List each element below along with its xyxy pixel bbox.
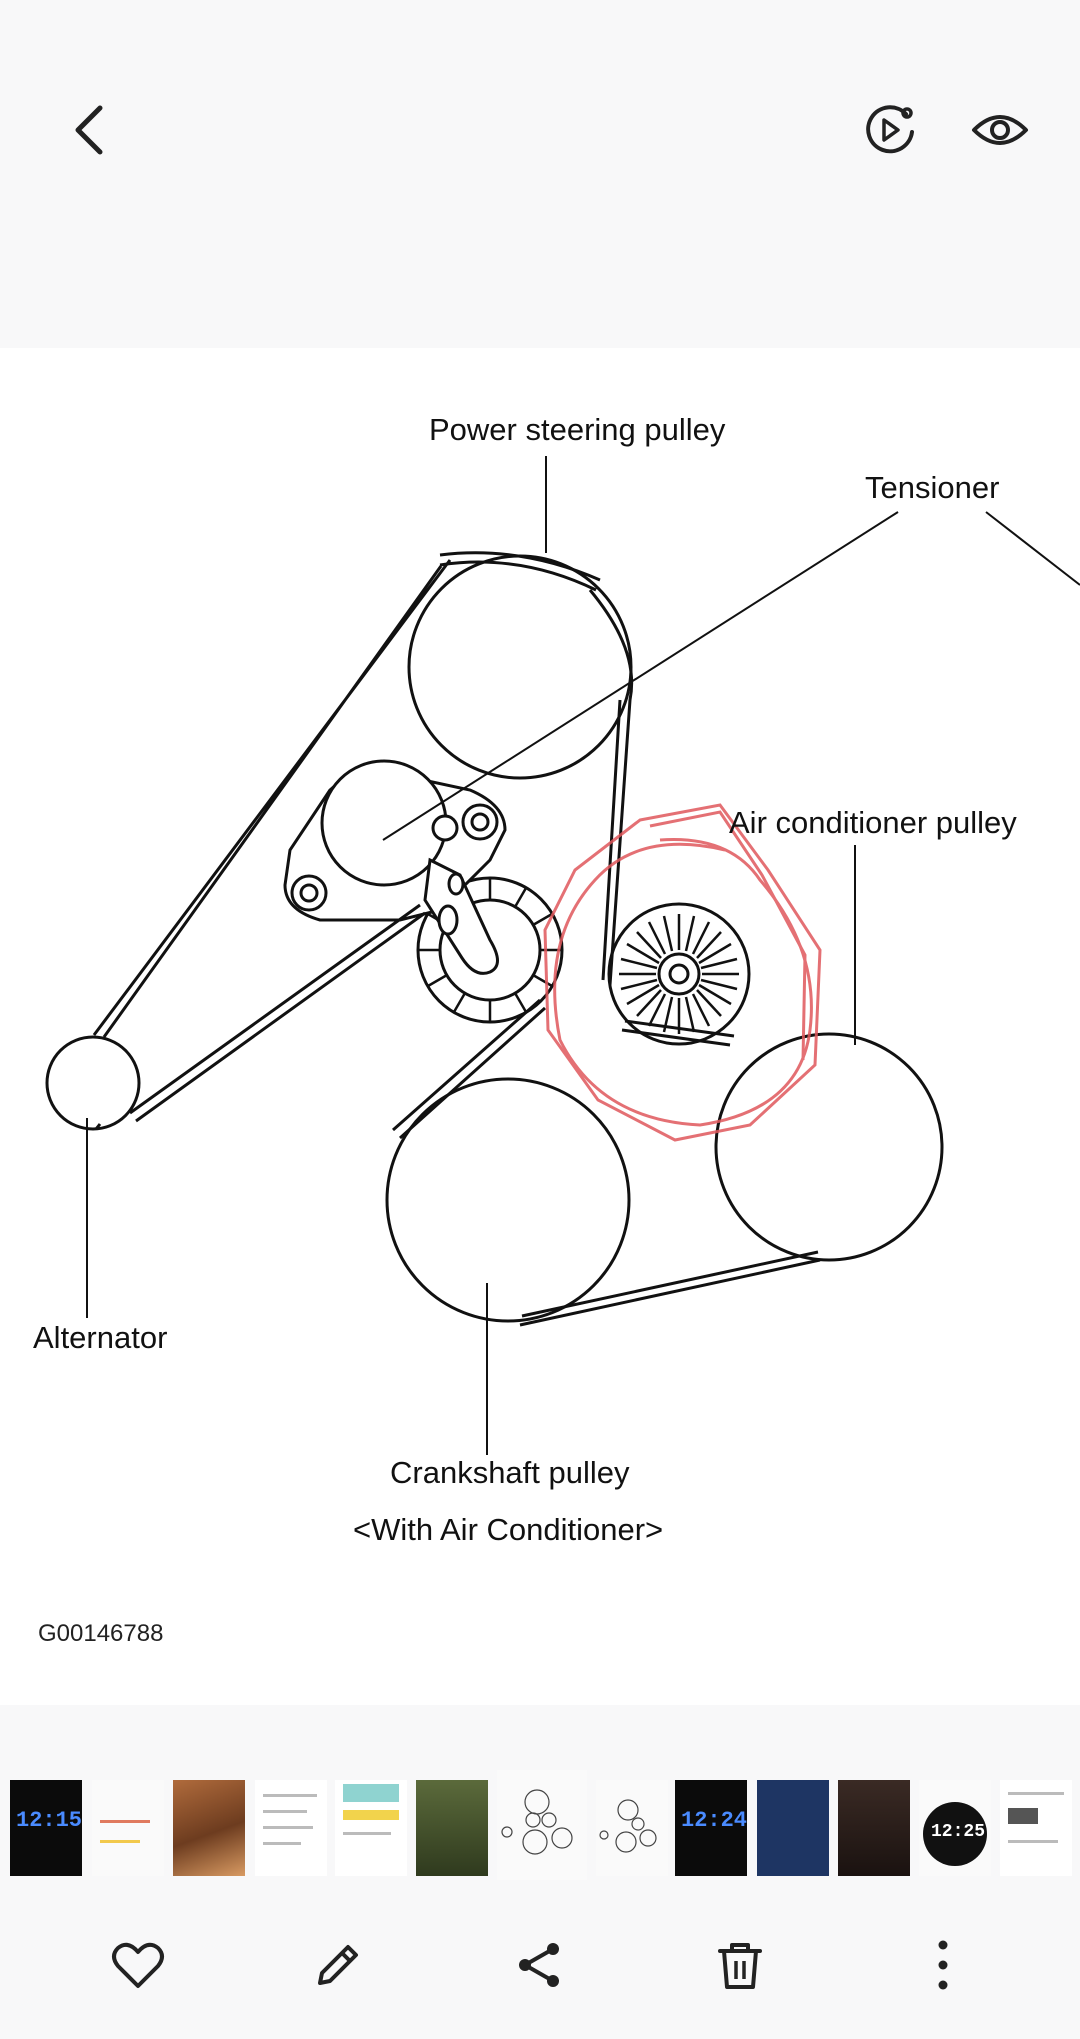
thumbnail[interactable] (255, 1780, 327, 1876)
ac-pulley-shape (714, 1032, 944, 1262)
thumbnail[interactable] (1000, 1780, 1072, 1876)
thumbnail[interactable] (838, 1780, 910, 1876)
photo-view[interactable]: Power steering pulley Tensioner Air cond… (0, 348, 1080, 1705)
thumbnail-clock-text: 12:15 (16, 1808, 82, 1833)
motion-photo-button[interactable] (850, 90, 930, 170)
thumbnail[interactable] (596, 1780, 668, 1876)
delete-button[interactable] (695, 1925, 785, 2005)
thumbnail-content (1008, 1792, 1064, 1795)
thumbnail[interactable] (335, 1780, 407, 1876)
crankshaft-label: Crankshaft pulley (390, 1455, 630, 1490)
more-vertical-icon (938, 1940, 948, 1990)
red-annotation-scribble (543, 803, 822, 1142)
more-options-button[interactable] (898, 1925, 988, 2005)
trash-icon (718, 1943, 762, 1989)
idler-hub-shape (657, 952, 701, 996)
eye-icon (972, 115, 1028, 145)
leader-lines (86, 456, 1080, 1455)
thumbnail-content (263, 1826, 313, 1829)
thumbnail[interactable] (92, 1780, 164, 1876)
thumbnail-diagram (501, 1789, 573, 1855)
thumbnail-content (343, 1832, 391, 1835)
top-bar (0, 0, 1080, 260)
thumbnail-content (100, 1840, 140, 1843)
thumbnail-content (263, 1842, 301, 1845)
tensioner-label: Tensioner (865, 470, 1000, 505)
thumbnail-clock-text: 12:24 (681, 1808, 747, 1833)
motion-photo-icon (866, 105, 914, 154)
share-icon (519, 1943, 559, 1987)
thumbnail-content (343, 1810, 399, 1820)
thumbnail-content (923, 1802, 987, 1866)
thumbnail[interactable]: 12:15 (10, 1780, 82, 1876)
power-steering-pulley-shape (407, 554, 633, 780)
idler-bolt-shape (668, 963, 690, 985)
thumbnail[interactable]: 12:24 (675, 1780, 747, 1876)
thumbnail[interactable]: 12:25 (919, 1780, 991, 1876)
thumbnail[interactable] (416, 1780, 488, 1876)
thumbnail-content (1008, 1808, 1038, 1824)
thumbnail-clock-text: 12:25 (931, 1822, 986, 1842)
favorite-button[interactable] (93, 1925, 183, 2005)
idler-pulley-shape (607, 902, 751, 1046)
thumbnail-content (1008, 1840, 1058, 1843)
alternator-label: Alternator (33, 1320, 168, 1355)
show-details-button[interactable] (955, 90, 1045, 170)
power-steering-label: Power steering pulley (429, 412, 726, 447)
bottom-action-bar (0, 1915, 1080, 2015)
thumbnail-content (263, 1810, 307, 1813)
serpentine-belt (92, 551, 821, 1327)
crankshaft-pulley-shape (385, 1077, 631, 1323)
share-button[interactable] (494, 1925, 584, 2005)
chevron-left-icon (75, 105, 103, 155)
thumbnail-current[interactable] (497, 1770, 587, 1880)
idler-ribs (619, 914, 739, 1034)
diagram-caption: <With Air Conditioner> (353, 1512, 664, 1547)
thumbnail[interactable] (173, 1780, 245, 1876)
thumbnail-content (343, 1784, 399, 1802)
pencil-icon (318, 1945, 358, 1985)
tensioner-bracket (283, 759, 507, 975)
air-conditioner-label: Air conditioner pulley (729, 805, 1017, 840)
belt-routing-diagram (45, 456, 1080, 1455)
thumbnail[interactable] (757, 1780, 829, 1876)
thumbnail-diagram (599, 1799, 657, 1853)
diagram-code: G00146788 (38, 1620, 164, 1647)
thumbnail-strip[interactable]: 12:15 (0, 1770, 1080, 1880)
back-button[interactable] (50, 90, 130, 170)
alternator-pulley-shape (45, 1035, 141, 1131)
thumbnail-content (263, 1794, 317, 1797)
thumbnail-content (100, 1820, 150, 1823)
edit-button[interactable] (293, 1925, 383, 2005)
heart-icon (112, 1942, 164, 1988)
